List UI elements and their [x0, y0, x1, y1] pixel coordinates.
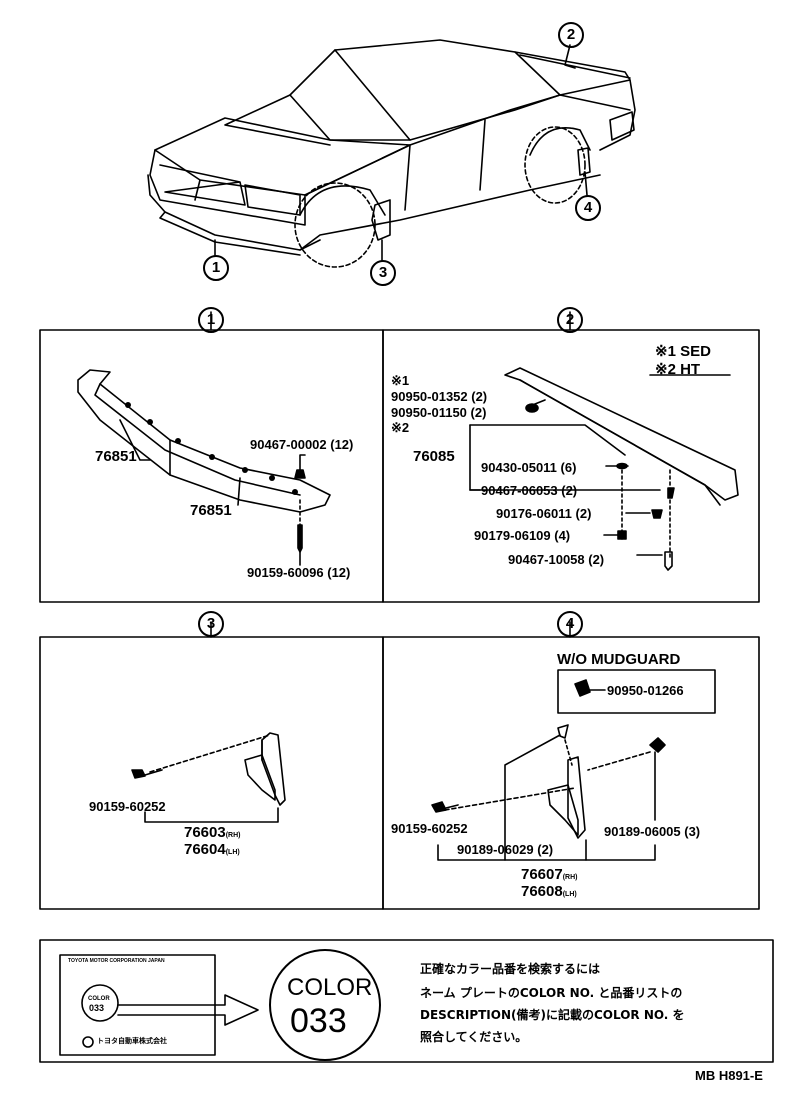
legend-sed: ※1 SED: [655, 343, 711, 360]
callout-2-car: 2: [558, 22, 584, 48]
panel-color-frame: [39, 939, 774, 1063]
part-90467-06053: 90467-06053 (2): [481, 483, 578, 498]
part-76085: 76085: [413, 448, 455, 465]
part-90467-10058: 90467-10058 (2): [508, 552, 605, 567]
color-note-line4: 照合してください。: [420, 1030, 528, 1044]
mark-2: ※2: [391, 420, 410, 435]
callout-3-panel: 3: [198, 611, 224, 637]
part-90159-60252-rear: 90159-60252: [391, 821, 468, 836]
callout-3-car: 3: [370, 260, 396, 286]
part-90430-05011: 90430-05011 (6): [481, 460, 577, 475]
part-90950-01352: 90950-01352 (2): [391, 389, 488, 404]
part-90176-06011: 90176-06011 (2): [496, 506, 592, 521]
part-90179-06109: 90179-06109 (4): [474, 528, 571, 543]
footer-code: MB H891-E: [695, 1068, 763, 1083]
color-note-line3: DESCRIPTION(備考)に記載のCOLOR NO. を: [420, 1008, 685, 1022]
callout-4-panel: 4: [557, 611, 583, 637]
part-76604: 76604(LH): [184, 841, 240, 858]
callout-2-panel: 2: [557, 307, 583, 333]
plate-maker-jp: トヨタ自動車株式会社: [97, 1037, 167, 1045]
part-76851-lower: 76851: [190, 502, 232, 519]
mark-1: ※1: [391, 373, 410, 388]
rear-spoiler-drawing: [469, 367, 739, 571]
part-90159-60252-front: 90159-60252: [89, 799, 166, 814]
wo-mudguard-title: W/O MUDGUARD: [557, 651, 681, 668]
part-90189-06029: 90189-06029 (2): [457, 842, 554, 857]
front-mudguard-drawing: [131, 732, 286, 823]
part-76608: 76608(LH): [521, 883, 577, 900]
callout-1-panel: 1: [198, 307, 224, 333]
color-badge-word: COLOR: [287, 974, 373, 1001]
plate-color-code: 033: [89, 1003, 105, 1013]
part-90159-60096: 90159-60096 (12): [247, 565, 351, 580]
part-76603: 76603(RH): [184, 824, 241, 841]
plate-color-label: COLOR: [88, 996, 110, 1002]
part-76607: 76607(RH): [521, 866, 578, 883]
color-plate-drawing: [59, 949, 381, 1061]
part-90950-01266: 90950-01266: [607, 683, 684, 698]
part-90189-06005: 90189-06005 (3): [604, 824, 701, 839]
callout-1-car: 1: [203, 255, 229, 281]
callout-4-car: 4: [575, 195, 601, 221]
legend-ht: ※2 HT: [655, 361, 701, 378]
part-76851-upper: 76851: [95, 448, 137, 465]
color-badge-code: 033: [290, 1002, 347, 1040]
car-illustration: [147, 39, 636, 268]
color-note-line1: 正確なカラー品番を検索するには: [420, 962, 601, 976]
panel-4-frame: [382, 636, 760, 910]
lip-spoiler-drawing: [77, 369, 331, 566]
part-90950-01150: 90950-01150 (2): [391, 405, 487, 420]
panel-3-frame: [39, 636, 384, 910]
plate-maker-line: TOYOTA MOTOR CORPORATION JAPAN: [68, 958, 165, 964]
color-note-line2: ネーム プレートのCOLOR NO. と品番リストの: [420, 986, 683, 1000]
part-90467-00002: 90467-00002 (12): [250, 437, 354, 452]
rear-mudguard-drawing: [431, 669, 716, 861]
